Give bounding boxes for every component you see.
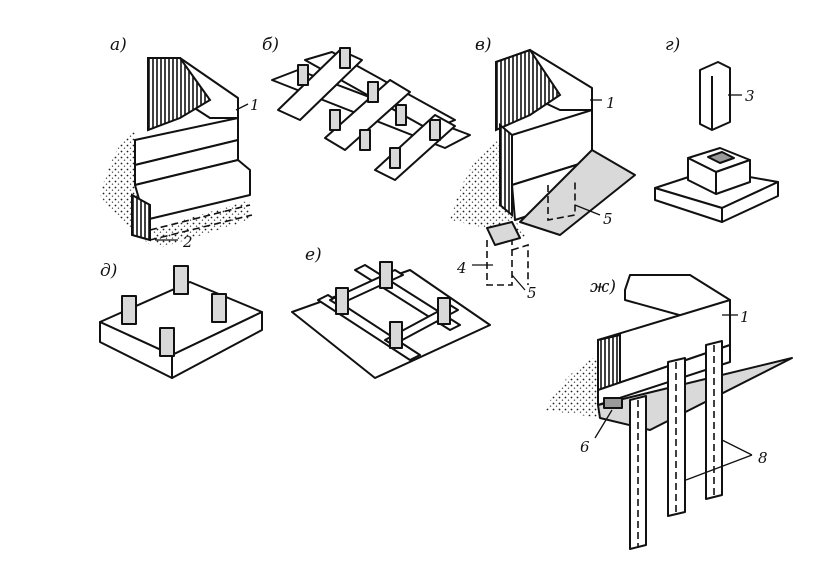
piles <box>629 340 723 550</box>
post-top <box>486 221 521 246</box>
pile-hidden-edges <box>637 345 715 548</box>
grillage-section <box>603 397 623 409</box>
panel-v-callout-1: 1 <box>606 94 616 112</box>
panel-a-callout-2: 2 <box>182 233 193 251</box>
panel-v-callout-4: 4 <box>456 259 467 277</box>
callout-leader <box>721 439 753 456</box>
socket-side <box>715 159 751 195</box>
grid-pedestals <box>335 261 451 349</box>
wall-section-hatch <box>147 57 212 132</box>
callout-leader <box>235 103 249 111</box>
grid-pedestals <box>297 47 441 169</box>
slab-side <box>171 311 263 379</box>
panel-v-strip-with-posts <box>450 48 636 291</box>
callout-leader <box>511 274 526 291</box>
panel-zh-callout-6: 6 <box>580 438 590 456</box>
panel-d-slab-foundation <box>99 265 263 379</box>
panel-zh-callout-1: 1 <box>740 308 750 326</box>
panel-g-callout-3: 3 <box>745 87 755 105</box>
panel-a-letter: а) <box>110 35 127 55</box>
footing-base-side <box>721 181 779 223</box>
grid-beam <box>324 79 411 151</box>
footing-hidden-edge <box>149 214 253 241</box>
panel-b-strip-grid <box>271 47 471 181</box>
panel-zh-callout-8: 8 <box>758 449 768 467</box>
callout-leader <box>594 409 613 439</box>
wall-section-hatch <box>495 48 562 132</box>
panel-zh-pile-foundation <box>545 274 793 550</box>
panel-a-strip-foundation <box>100 57 253 248</box>
panel-g-letter: г) <box>665 35 680 55</box>
footing-hidden-edge <box>149 204 251 231</box>
socket-opening <box>707 151 735 164</box>
panel-v-letter: в) <box>475 35 492 55</box>
soil-fill <box>450 140 530 238</box>
post-hidden-edges <box>486 180 576 286</box>
panel-zh-letter: ж) <box>590 277 616 297</box>
panel-v-callout-5a: 5 <box>527 284 537 302</box>
panel-a-callout-1: 1 <box>250 96 260 114</box>
panel-b-letter: б) <box>262 35 279 55</box>
slab-pedestals <box>121 265 227 357</box>
panel-d-letter: д) <box>100 261 117 281</box>
wall-side-hatch <box>499 122 513 218</box>
callout-leader <box>685 454 753 481</box>
callout-leader <box>574 204 601 216</box>
panel-e-letter: е) <box>305 245 322 265</box>
panel-e-grid-slab <box>291 261 491 379</box>
panel-g-column-footing <box>654 61 779 223</box>
panel-v-callout-5b: 5 <box>603 210 613 228</box>
column <box>699 61 731 131</box>
